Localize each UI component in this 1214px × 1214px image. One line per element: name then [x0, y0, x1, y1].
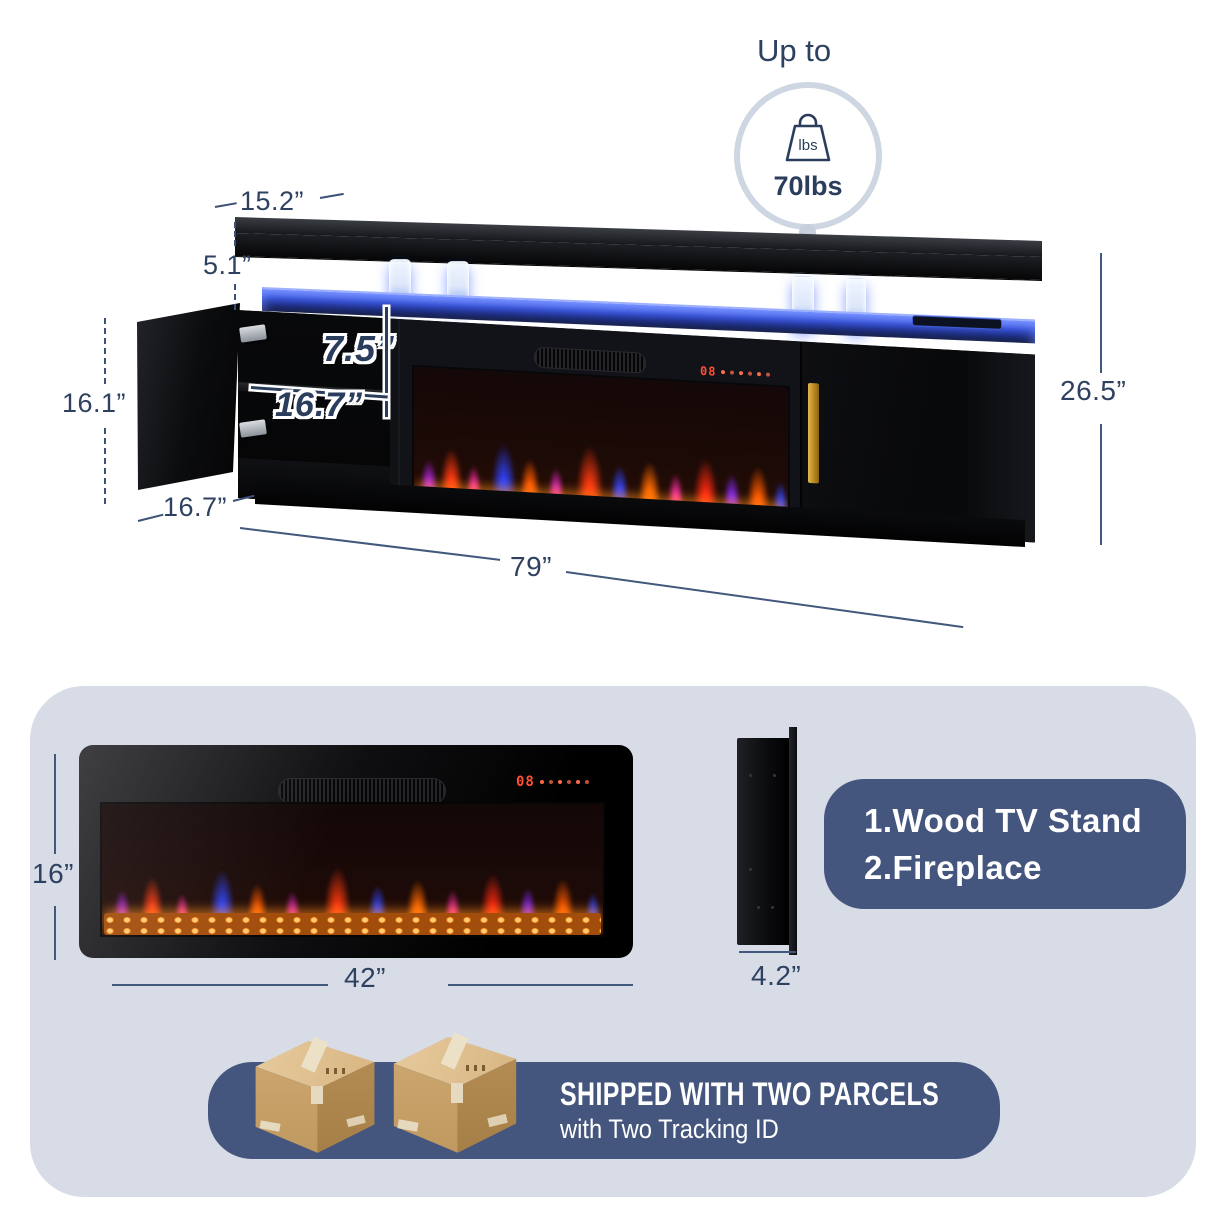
fireplace-controls-front: 08 [516, 774, 616, 790]
dim-line [104, 318, 106, 384]
cabinet-right-side [967, 350, 1035, 543]
weight-icon: lbs [777, 111, 839, 170]
flames-graphic-front [102, 820, 603, 923]
fireplace-side-view [737, 738, 791, 945]
dim-line-42s [739, 951, 796, 953]
parcel-box [387, 1032, 523, 1154]
dim-bracket-v [385, 307, 388, 417]
dim-dash [214, 202, 237, 208]
dim-line [234, 222, 236, 246]
fireplace-front-view: 08 [79, 745, 633, 958]
shipping-title: SHIPPED WITH TWO PARCELS [560, 1076, 940, 1112]
dim-dash [137, 513, 164, 522]
dim-stand-width: 79” [510, 551, 552, 582]
dim-line-42-right [448, 984, 633, 986]
includes-line-1: 1.Wood TV Stand [864, 801, 1143, 839]
weight-capacity-badge: lbs 70lbs [734, 82, 882, 230]
dim-line-265-bottom [1100, 424, 1102, 545]
open-left-door [137, 303, 240, 490]
fireplace-glass-front [100, 802, 605, 937]
dim-insert-height: 16” [32, 858, 74, 889]
weight-icon-unit: lbs [798, 137, 817, 154]
dim-cubby-width: 16.7” [275, 386, 364, 424]
dim-stand-height: 26.5” [1060, 375, 1127, 406]
dim-shelf-depth: 15.2” [240, 186, 305, 216]
includes-line-2: 2.Fireplace [864, 848, 1042, 886]
dim-line [234, 284, 236, 310]
package-includes-bubble: 1.Wood TV Stand 2.Fireplace [824, 779, 1186, 909]
dim-insert-depth: 4.2” [751, 960, 802, 991]
dim-cubby-height: 7.5” [323, 328, 396, 369]
dim-shelf-gap: 5.1” [203, 250, 252, 280]
parcel-box [249, 1036, 381, 1154]
fireplace-controls: 08 [700, 363, 780, 381]
shipping-subtitle: with Two Tracking ID [560, 1114, 779, 1144]
fireplace-display: 08 [700, 363, 717, 379]
weight-capacity-value: 70lbs [773, 170, 843, 201]
fireplace-display-front: 08 [516, 774, 535, 790]
heater-vent-front [278, 778, 446, 804]
dim-line-79-right [565, 571, 964, 629]
dim-line-265-top [1100, 253, 1102, 373]
gold-door-handle [808, 382, 819, 484]
ember-bed-front [104, 913, 601, 935]
box-print-marks [465, 1064, 491, 1072]
dim-line [104, 428, 106, 504]
side-view-mounting-flange [789, 727, 797, 955]
dim-door-height: 16.1” [62, 388, 127, 418]
dim-line-42-left [112, 984, 328, 986]
dim-insert-width: 42” [344, 962, 386, 993]
dim-dash [319, 192, 344, 199]
dim-line-16-top [54, 754, 56, 854]
weight-capacity-title: Up to [757, 33, 832, 68]
dim-line-79-left [239, 527, 501, 561]
dim-stand-depth: 16.7” [163, 492, 228, 522]
dim-line-16-bottom [54, 906, 56, 960]
glass-gloss [79, 745, 633, 958]
box-print-marks [325, 1067, 350, 1074]
heater-vent [534, 346, 646, 374]
